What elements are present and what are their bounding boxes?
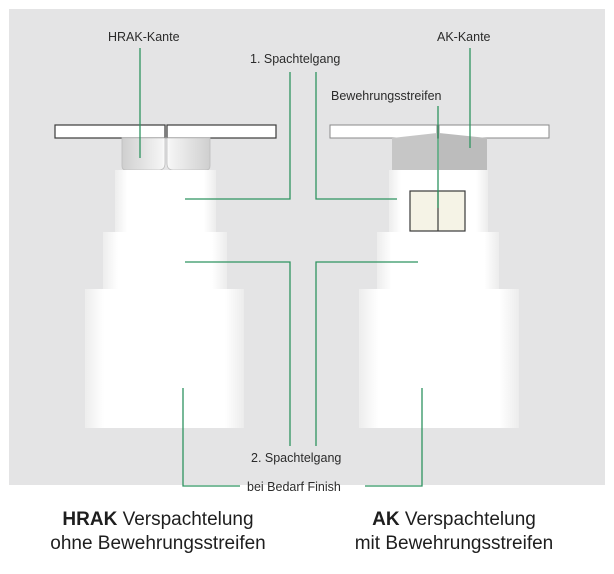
label-finish: bei Bedarf Finish xyxy=(247,480,341,494)
hrak-finish-coat xyxy=(85,289,244,428)
label-first-coat: 1. Spachtelgang xyxy=(250,52,341,66)
label-second-coat: 2. Spachtelgang xyxy=(251,451,342,465)
leader-finish-left xyxy=(182,388,240,487)
caption-ak-subtitle: mit Bewehrungsstreifen xyxy=(354,533,554,554)
hrak-first-coat xyxy=(115,170,216,232)
ak-board-right xyxy=(438,124,550,139)
leader-first-coat-right xyxy=(315,72,397,200)
caption-ak-bold: AK xyxy=(372,509,400,530)
hrak-edge-shape xyxy=(121,137,211,171)
label-ak-edge: AK-Kante xyxy=(437,30,491,44)
ak-edge-shape-right xyxy=(439,133,487,170)
caption-hrak: HRAK Verspachtelung ohne Bewehrungsstrei… xyxy=(8,508,308,556)
leader-lines xyxy=(139,48,471,487)
ak-second-coat xyxy=(377,232,499,289)
caption-hrak-bold: HRAK xyxy=(62,509,118,530)
caption-ak-title: Verspachtelung xyxy=(404,509,536,530)
ak-joint xyxy=(329,124,550,428)
caption-hrak-subtitle: ohne Bewehrungsstreifen xyxy=(50,533,266,554)
leader-second-coat-right xyxy=(315,261,418,446)
label-reinforcement: Bewehrungsstreifen xyxy=(331,89,442,103)
ak-finish-coat xyxy=(359,289,519,428)
hrak-joint xyxy=(54,124,277,428)
caption-hrak-title: Verspachtelung xyxy=(122,509,254,530)
label-hrak-edge: HRAK-Kante xyxy=(108,30,180,44)
ak-board-left xyxy=(329,124,438,139)
hrak-second-coat xyxy=(103,232,227,289)
leader-second-coat-left xyxy=(185,261,291,446)
leader-first-coat-left xyxy=(185,72,291,200)
hrak-board-left xyxy=(54,124,166,139)
ak-edge-shape xyxy=(392,133,437,170)
caption-ak: AK Verspachtelung mit Bewehrungsstreifen xyxy=(304,508,604,556)
hrak-board-right xyxy=(166,124,277,139)
leader-finish-right xyxy=(365,388,423,487)
